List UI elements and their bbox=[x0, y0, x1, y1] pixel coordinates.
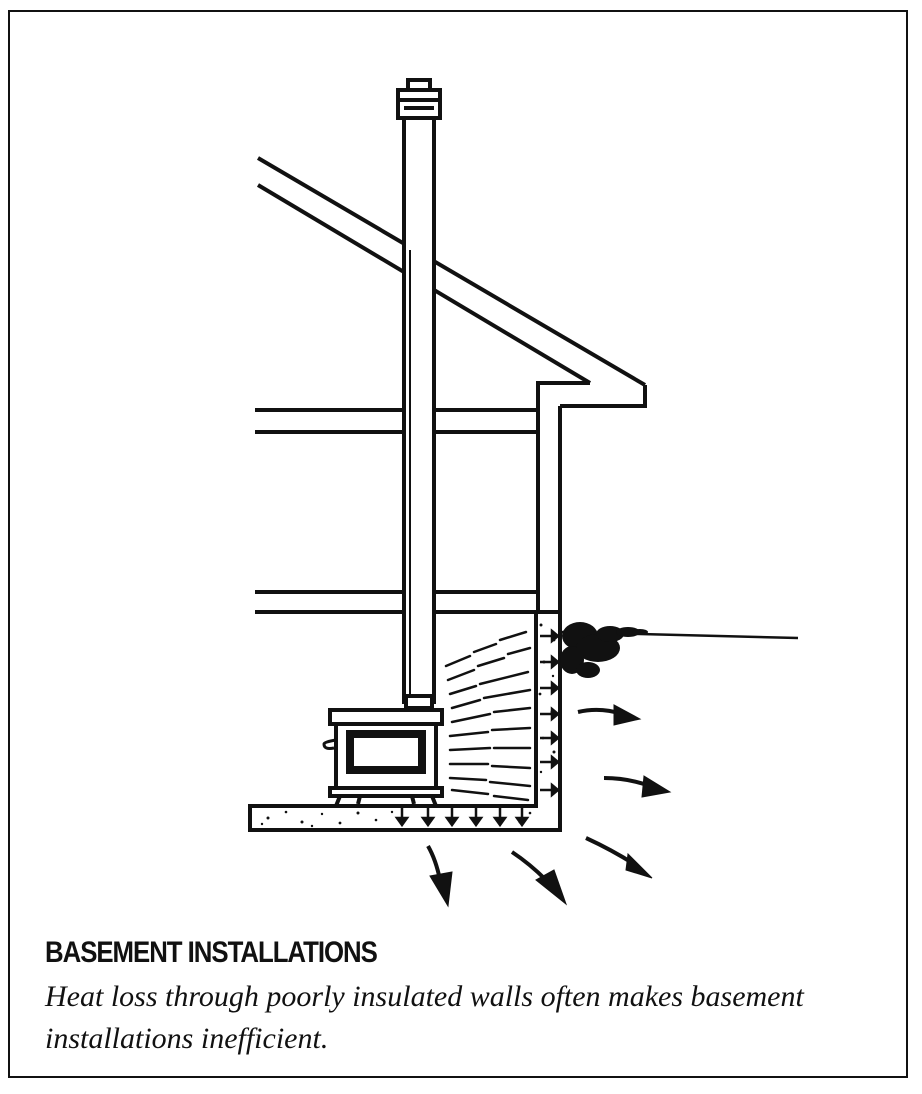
figure-caption: BASEMENT INSTALLATIONS Heat loss through… bbox=[45, 936, 885, 1060]
figure-frame bbox=[8, 10, 908, 1078]
roof bbox=[256, 156, 647, 410]
outside-heat-loss-arrows bbox=[577, 704, 672, 879]
slab-heat-arrows bbox=[394, 808, 530, 828]
wood-stove bbox=[322, 708, 444, 807]
radiant-heat-lines bbox=[444, 630, 532, 802]
basement-installation-diagram bbox=[248, 78, 799, 908]
shrub bbox=[560, 622, 648, 678]
exterior-wall bbox=[536, 406, 562, 612]
chimney-pipe bbox=[396, 78, 442, 710]
upper-floor bbox=[255, 408, 538, 434]
caption-title: BASEMENT INSTALLATIONS bbox=[45, 936, 378, 969]
wall-heat-arrows bbox=[540, 628, 560, 798]
ground bbox=[559, 622, 799, 678]
main-floor bbox=[255, 590, 538, 614]
caption-body: Heat loss through poorly insulated walls… bbox=[45, 980, 804, 1055]
ground-heat-loss-arrows bbox=[426, 845, 568, 908]
foundation bbox=[248, 610, 562, 832]
